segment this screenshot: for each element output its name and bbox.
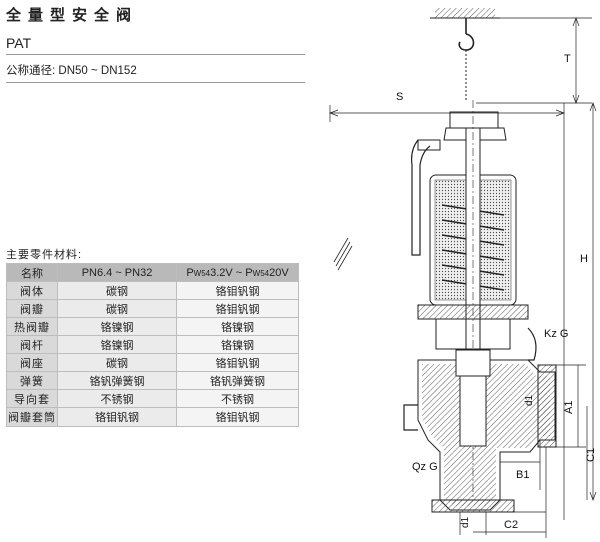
dim-arrow xyxy=(589,102,597,112)
dim-label-B1: B1 xyxy=(516,469,529,481)
valve-drawing: T S H Kz G d1 A1 C1 Qz G B1 d1 C2 xyxy=(329,8,597,538)
table-row: 弹簧铬钒弹簧钢铬钒弹簧钢 xyxy=(6,371,299,390)
part-name: 阀瓣套筒 xyxy=(6,407,58,427)
material-pw: 铬钼钒钢 xyxy=(176,299,299,318)
dim-label-T: T xyxy=(564,53,571,65)
materials-title: 主要零件材料: xyxy=(6,249,83,261)
material-pw: 铬镍钢 xyxy=(176,317,299,336)
table-row: 热阀瓣铬镍钢铬镍钢 xyxy=(6,317,299,336)
cap-flange xyxy=(443,127,507,141)
column-header-pw: PW543.2V ~ PW5420V xyxy=(176,263,299,282)
dimension-labels: T S H Kz G d1 A1 C1 Qz G B1 d1 C2 xyxy=(396,53,597,531)
cap xyxy=(449,111,499,129)
disc xyxy=(455,349,491,377)
dim-arrow xyxy=(572,17,580,27)
part-name: 阀座 xyxy=(6,353,58,372)
material-pn: 碳钢 xyxy=(57,299,177,318)
table-row: 阀瓣碳钢铬钼钒钢 xyxy=(6,299,299,318)
dim-label-C1: C1 xyxy=(585,448,597,462)
part-name: 热阀瓣 xyxy=(6,317,58,336)
material-pn: 铬镍钢 xyxy=(57,335,177,354)
lever-pivot xyxy=(417,139,441,151)
divider xyxy=(6,54,305,55)
hook xyxy=(458,33,475,51)
part-name: 弹簧 xyxy=(6,371,58,390)
part-name: 导向套 xyxy=(6,389,58,408)
ceiling-hatch xyxy=(435,8,495,18)
outlet-flange xyxy=(537,364,557,448)
column-header-name: 名称 xyxy=(6,263,58,282)
table-row: 阀杆铬镍钢铬镍钢 xyxy=(6,335,299,354)
bonnet-flange xyxy=(417,304,529,320)
material-pw: 铬钼钒钢 xyxy=(176,353,299,372)
table-row: 阀座碳钢铬钼钒钢 xyxy=(6,353,299,372)
materials-table: 名称 PN6.4 ~ PN32 PW543.2V ~ PW5420V 阀体碳钢铬… xyxy=(6,263,299,427)
spec-label: 公称通径: xyxy=(6,65,56,77)
material-pw: 铬镍钢 xyxy=(176,335,299,354)
material-pn: 铬钒弹簧钢 xyxy=(57,371,177,390)
nozzle-bore xyxy=(459,375,487,447)
material-pw: 铬钒弹簧钢 xyxy=(176,371,299,390)
lever-swing xyxy=(333,237,353,271)
dim-label-H: H xyxy=(580,253,588,265)
material-pw: 铬钼钒钢 xyxy=(176,281,299,300)
inlet-flange xyxy=(431,499,515,513)
spec-value: DN50 ~ DN152 xyxy=(58,65,137,77)
material-pw: 不锈钢 xyxy=(176,389,299,408)
part-name: 阀瓣 xyxy=(6,299,58,318)
model-code: PAT xyxy=(6,35,32,51)
dim-arrow xyxy=(329,109,339,117)
material-pn: 铬钼钒钢 xyxy=(57,407,177,427)
dim-arrow xyxy=(572,94,580,104)
dim-label-A1: A1 xyxy=(563,401,575,414)
column-header-pn: PN6.4 ~ PN32 xyxy=(57,263,177,282)
material-pn: 碳钢 xyxy=(57,353,177,372)
dim-label-d1-lower: d1 xyxy=(460,516,471,528)
part-name: 阀杆 xyxy=(6,335,58,354)
material-pn: 铬镍钢 xyxy=(57,317,177,336)
qz-fitting xyxy=(403,404,418,431)
divider xyxy=(6,82,305,83)
table-row: 导向套不锈钢不锈钢 xyxy=(6,389,299,408)
dim-label-d1-upper: d1 xyxy=(524,394,535,406)
material-pn: 碳钢 xyxy=(57,281,177,300)
page-title: 全量型安全阀 xyxy=(6,7,139,24)
material-pw: 铬钼钒钢 xyxy=(176,407,299,427)
table-row: 阀体碳钢铬钼钒钢 xyxy=(6,281,299,300)
dim-label-QzG: Qz G xyxy=(412,461,438,473)
stem xyxy=(465,127,481,359)
lever-arm xyxy=(411,139,431,256)
part-name: 阀体 xyxy=(6,281,58,300)
table-row: 阀瓣套筒铬钼钒钢铬钼钒钢 xyxy=(6,407,299,427)
table-header-row: 名称 PN6.4 ~ PN32 PW543.2V ~ PW5420V xyxy=(6,263,299,282)
bonnet xyxy=(435,318,511,350)
dim-label-C2: C2 xyxy=(504,519,518,531)
dim-arrow xyxy=(589,491,597,501)
dim-label-S: S xyxy=(396,91,403,103)
nominal-diameter: 公称通径: DN50 ~ DN152 xyxy=(6,62,137,78)
kz-fitting xyxy=(527,327,537,361)
dim-arrow xyxy=(555,109,565,117)
dim-label-KzG: Kz G xyxy=(544,328,568,340)
material-pn: 不锈钢 xyxy=(57,389,177,408)
